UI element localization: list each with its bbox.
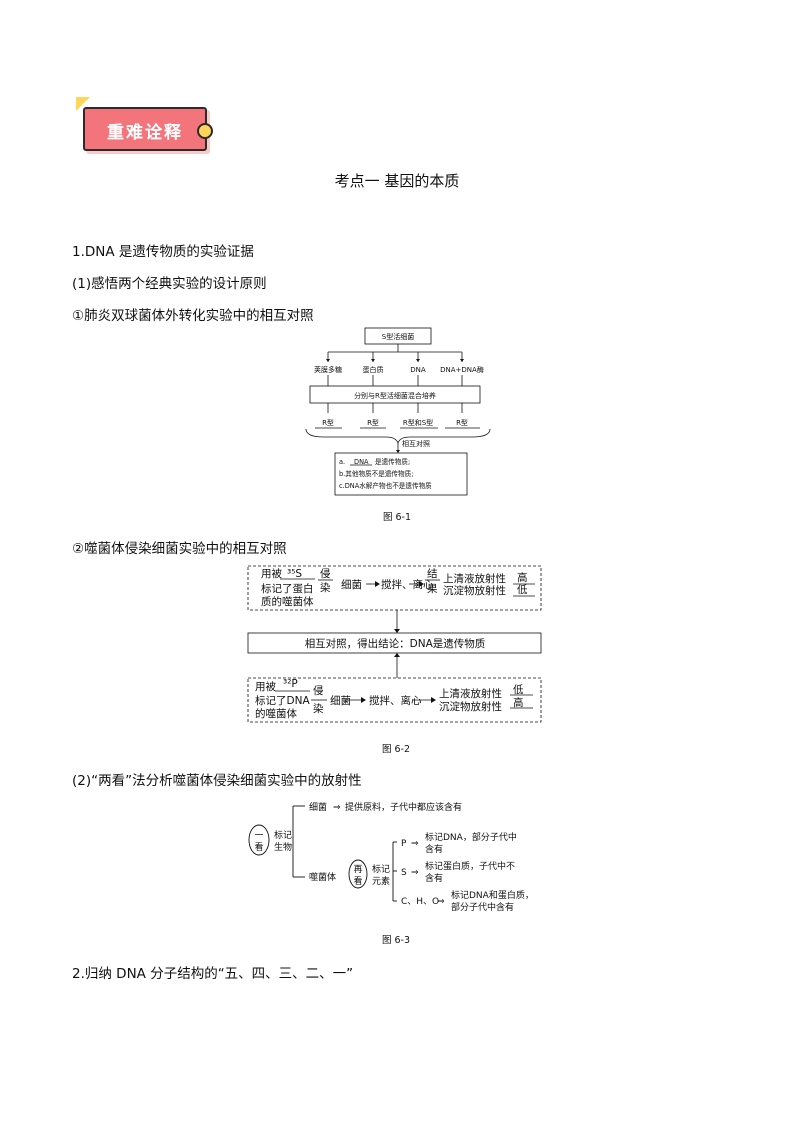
fig2-p-label-3: 的噬菌体 (255, 707, 297, 720)
fig1-caption: 图 6-1 (382, 512, 412, 523)
fig2-s-bacteria: 细菌 (341, 578, 362, 591)
badge-label: 重难诠释 (107, 123, 183, 143)
fig2-p-sed-label: 沉淀物放射性 (439, 700, 502, 713)
paragraph-6: 2.归纳 DNA 分子结构的“五、四、三、二、一” (72, 966, 354, 982)
fig1-mix-box (309, 385, 481, 404)
fig3-bacteria-note: 提供原料，子代中都应该含有 (345, 801, 462, 813)
fig1-c3: c.DNA水解产物也不是遗传物质 (339, 481, 432, 490)
fig2-s-stir: 搅拌、离心 (381, 578, 434, 591)
fig3-S-note-2: 含有 (425, 872, 443, 884)
fig1-top-label: S型活细菌 (382, 332, 414, 341)
section-title: 考点一 基因的本质 (334, 172, 460, 190)
fig2-p-sup-value: 低 (513, 683, 524, 696)
fig2-result-1: 结 (427, 567, 438, 580)
fig1-c1-prefix: a. (339, 458, 345, 466)
fig2-p-label-2: 标记了DNA (255, 695, 310, 707)
fig2-p-box (247, 677, 542, 723)
badge-ring-decoration (197, 123, 213, 139)
fig3-mark-1: 标记 (274, 829, 292, 841)
fig3-P-note-2: 含有 (425, 843, 443, 855)
fig3-arrow-4-icon: ⇒ (437, 897, 445, 907)
fig2-s-sed-value: 低 (517, 583, 528, 596)
fig2-s-label-3: 质的噬菌体 (261, 595, 314, 608)
fig3-look2-a: 再 (353, 864, 362, 875)
fig3-bacteria: 细菌 (309, 801, 327, 813)
fig2-p-infect-1: 侵 (313, 685, 324, 697)
figure-6-2: 用被 ³⁵S 标记了蛋白 质的噬菌体 侵 染 细菌 搅拌、离心 结 果 上清液放… (247, 565, 542, 723)
fig3-look2-b: 看 (353, 875, 362, 887)
fig3-look2-oval (348, 859, 368, 889)
fig2-conclusion-box (247, 632, 542, 654)
fig3-CHO-note-2: 部分子代中含有 (451, 901, 514, 913)
fig2-s-infect-1: 侵 (320, 568, 331, 580)
section-badge: 重难诠释 (76, 97, 213, 151)
fig3-caption: 图 6-3 (381, 935, 411, 946)
fig2-s-sup-value: 高 (517, 571, 528, 584)
paragraph-2: (1)感悟两个经典实验的设计原则 (72, 276, 267, 292)
fig2-s-box (247, 565, 542, 611)
fig2-s-isotope: ³⁵S (287, 568, 302, 580)
fig1-result-2: R型 (367, 418, 379, 427)
fig3-arrow-3-icon: ⇒ (411, 868, 419, 878)
figure-6-3: 一 看 标记 生物 细菌 ⇒ 提供原料，子代中都应该含有 噬菌体 再 看 标记 … (248, 801, 534, 913)
fig1-item-4: DNA+DNA酶 (440, 365, 484, 374)
fig1-result-4: R型 (456, 418, 468, 427)
figure-6-1: S型活细菌 荚膜多糖 蛋白质 DNA DNA+DNA酶 分别与R型活细菌混合培养… (305, 327, 491, 496)
fig1-conclusion-box (334, 452, 468, 496)
fig2-p-sup-label: 上清液放射性 (439, 687, 502, 700)
fig3-elem-2: 元素 (372, 875, 390, 887)
fig1-item-2: 蛋白质 (363, 365, 384, 374)
fig2-p-infect-2: 染 (313, 702, 324, 715)
fig2-caption: 图 6-2 (381, 744, 411, 755)
fig2-s-sed-label: 沉淀物放射性 (443, 584, 506, 597)
fig1-result-1: R型 (322, 418, 334, 427)
fig3-look1-b: 看 (254, 841, 263, 853)
fig2-p-sed-value: 高 (513, 696, 524, 709)
fig3-arrow-1-icon: ⇒ (333, 803, 341, 813)
fig1-result-3: R型和S型 (403, 418, 433, 427)
fig2-result-2: 果 (427, 583, 438, 595)
fig2-s-sup-label: 上清液放射性 (443, 572, 506, 585)
fig3-S: S (401, 868, 407, 878)
fig1-c1-suffix: 是遗传物质; (375, 457, 410, 466)
fig3-P: P (401, 839, 407, 849)
fig1-item-1: 荚膜多糖 (314, 365, 342, 374)
fig3-arrow-2-icon: ⇒ (411, 839, 419, 849)
fig2-s-label-1: 用被 (261, 567, 282, 580)
fig3-elem-1: 标记 (372, 863, 390, 875)
fig3-look1-a: 一 (254, 831, 263, 841)
fig1-mix-label: 分别与R型活细菌混合培养 (354, 391, 436, 400)
fig2-s-label-2: 标记了蛋白 (261, 582, 314, 595)
fig1-c2: b.其他物质不是遗传物质; (339, 469, 413, 478)
fig2-conclusion: 相互对照，得出结论：DNA是遗传物质 (305, 637, 486, 650)
fig3-look1-oval (248, 824, 270, 856)
fig2-p-label-1: 用被 (255, 680, 276, 693)
fig3-CHO-note-1: 标记DNA和蛋白质， (451, 889, 534, 901)
fig3-mark-2: 生物 (274, 841, 292, 853)
fig1-compare-label: 相互对照 (402, 439, 430, 448)
fig2-s-infect-2: 染 (320, 581, 331, 594)
paragraph-3: ①肺炎双球菌体外转化实验中的相互对照 (72, 308, 314, 324)
fig1-c1-fill: DNA (354, 458, 369, 466)
paragraph-4: ②噬菌体侵染细菌实验中的相互对照 (72, 541, 287, 557)
badge-card: 重难诠释 (83, 107, 207, 151)
paragraph-1: 1.DNA 是遗传物质的实验证据 (72, 244, 254, 260)
fig1-item-3: DNA (410, 366, 426, 374)
fig2-p-stir: 搅拌、离心 (369, 694, 422, 707)
fig3-CHO: C、H、O (401, 897, 439, 907)
fig2-p-bacteria: 细菌 (330, 694, 351, 707)
fig3-phage: 噬菌体 (309, 871, 336, 883)
fig2-p-isotope: ³²P (283, 678, 298, 690)
fig3-S-note-1: 标记蛋白质，子代中不 (425, 860, 515, 872)
paragraph-5: (2)“两看”法分析噬菌体侵染细菌实验中的放射性 (72, 773, 362, 789)
fig3-P-note-1: 标记DNA，部分子代中 (425, 831, 517, 843)
